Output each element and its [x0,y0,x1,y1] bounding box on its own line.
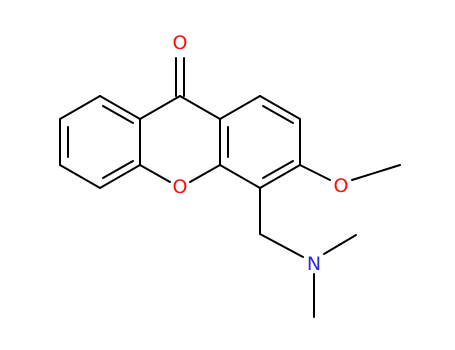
carbonyl-oxygen-label: O [173,32,188,54]
amine-nitrogen-label: N [307,253,321,275]
bond [139,95,181,120]
bond [219,95,261,120]
methoxy-methyl-bond [351,164,401,181]
bond [259,164,301,189]
bond [179,95,221,120]
bond [219,164,261,189]
double-bond-inner [102,105,134,124]
bond-to-ring-oxygen [139,164,171,183]
bond [259,95,301,120]
bond-to-nitrogen [259,233,304,258]
bond [59,95,101,120]
double-bond-inner [262,105,294,124]
bond [99,164,141,189]
n-methyl-bond [323,234,357,255]
dimethylaminomethyl-group [259,187,357,318]
double-bond-inner [102,160,134,179]
methoxy-oxygen-label: O [334,175,349,197]
bond-to-ring-oxygen [189,164,221,183]
left-benzene-ring [59,95,141,189]
bond-to-methoxy-oxygen [299,164,331,181]
bond [99,95,141,120]
double-bond-inner [262,160,294,179]
methoxy-group [299,164,401,181]
right-benzene-ring [219,95,301,189]
ring-oxygen-label: O [173,176,188,198]
central-ring [139,57,221,183]
bond [59,164,101,189]
